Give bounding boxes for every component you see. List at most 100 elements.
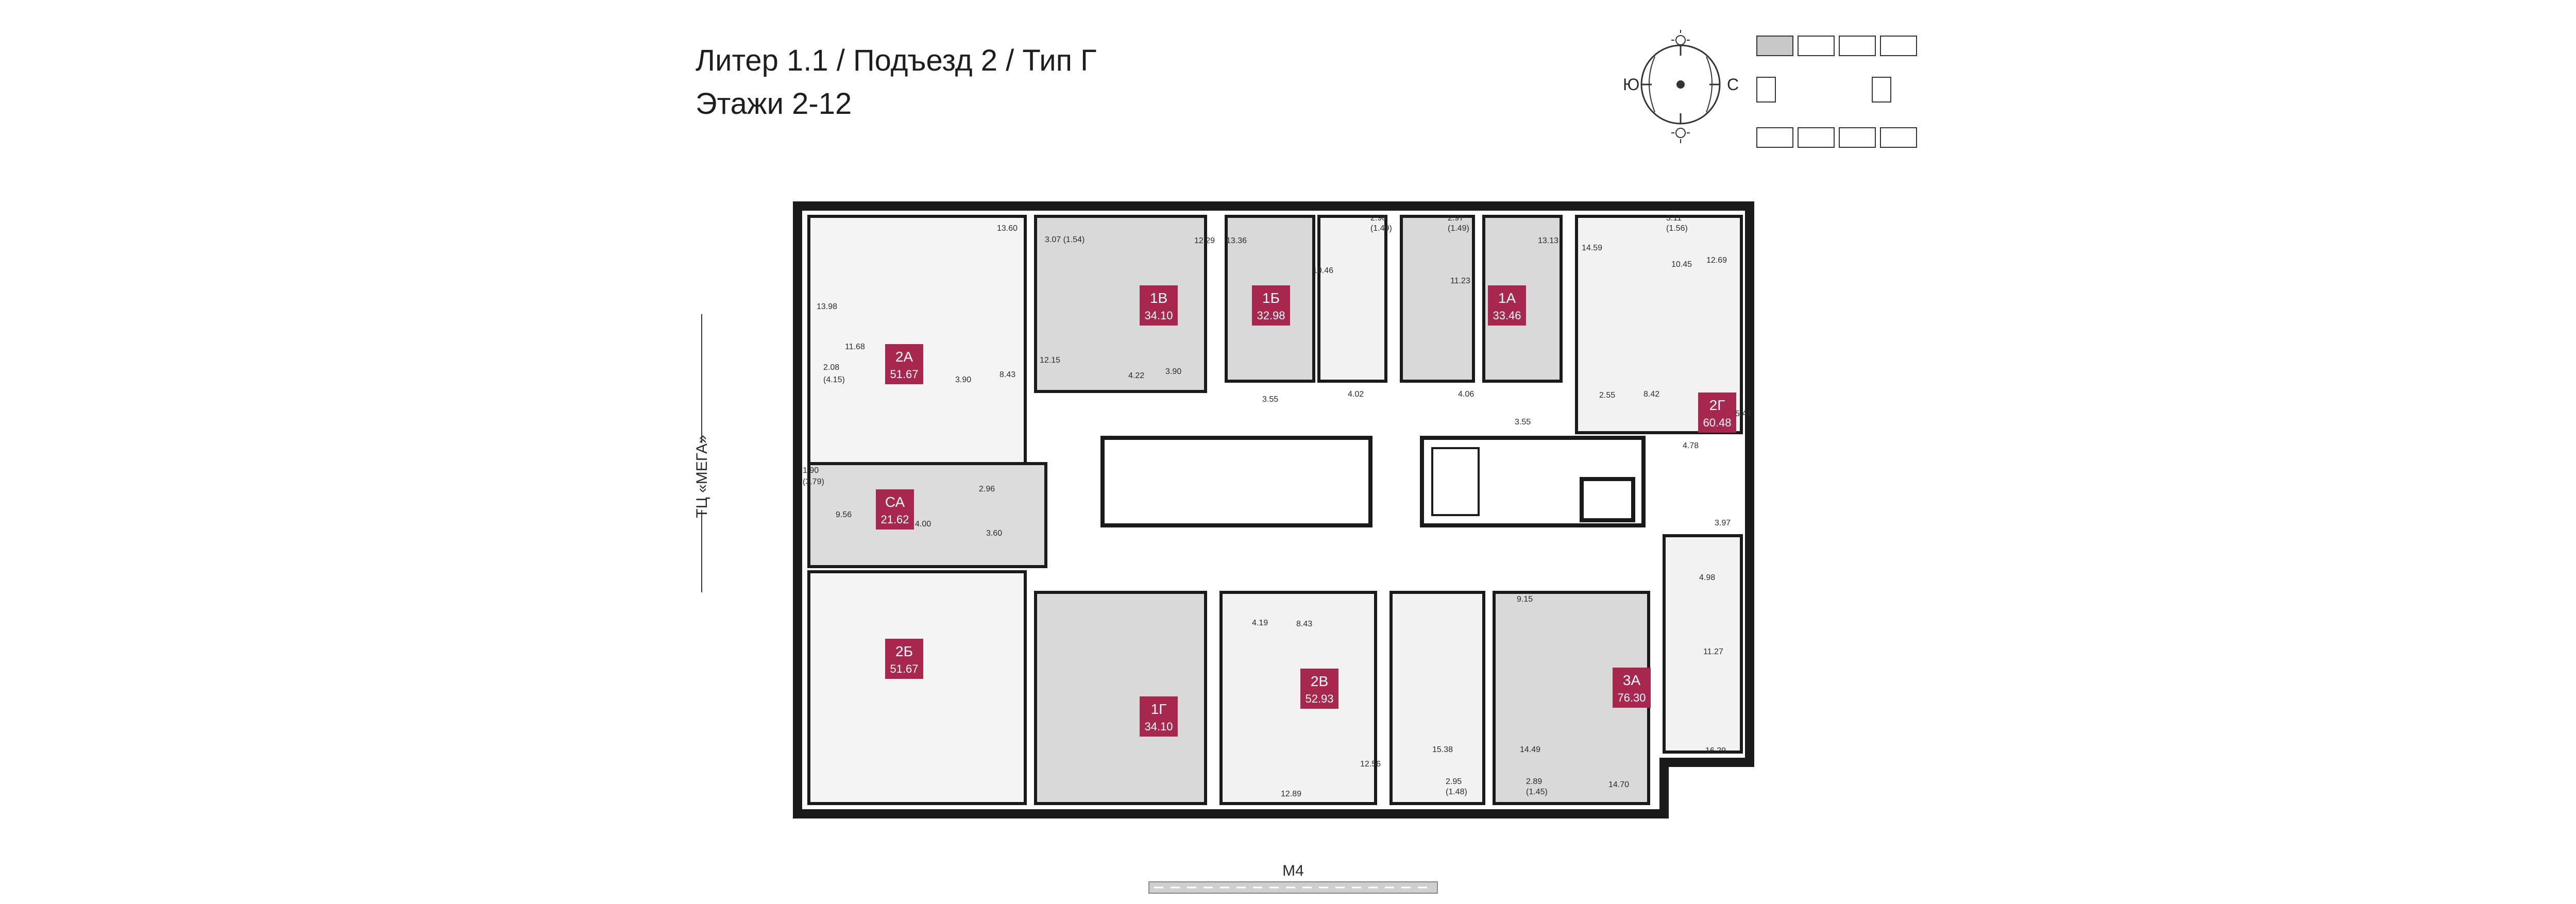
room-area: 12.89 <box>1281 790 1301 798</box>
room-area: 3.55 <box>1515 418 1531 427</box>
sun-set-icon <box>1671 128 1690 143</box>
room-area: (1.45) <box>1526 788 1548 796</box>
svg-text:34.10: 34.10 <box>1144 309 1173 322</box>
floor-plan <box>793 201 1754 818</box>
compass-icon: Ю С <box>1623 44 1739 125</box>
room-area: (4.15) <box>823 376 845 384</box>
room-area: 2.95 <box>1446 777 1462 786</box>
room-area: 12.69 <box>1706 256 1727 265</box>
svg-text:2А: 2А <box>895 349 913 365</box>
svg-text:2Б: 2Б <box>895 643 913 659</box>
room-area: 2.89 <box>1526 777 1542 786</box>
room-area: 15.38 <box>1432 745 1453 754</box>
room-area: 4.78 <box>1683 441 1699 450</box>
room-area: 11.23 <box>1450 277 1470 285</box>
svg-text:76.30: 76.30 <box>1617 691 1646 704</box>
svg-text:51.67: 51.67 <box>890 368 918 381</box>
apartment-2b-badge: 2Б 51.67 <box>885 639 923 679</box>
room-area: 14.49 <box>1520 745 1540 754</box>
apartment-3a-badge: 3А 76.30 <box>1613 668 1651 708</box>
svg-text:33.46: 33.46 <box>1493 309 1521 322</box>
apartment-1b-badge: 1Б 32.98 <box>1252 285 1290 326</box>
svg-text:СА: СА <box>885 494 905 510</box>
room-area: 2.96 <box>979 485 995 493</box>
svg-text:60.48: 60.48 <box>1703 416 1731 429</box>
room-area: 2.98 <box>1370 214 1386 223</box>
apartment-sa-badge: СА 21.62 <box>876 489 914 530</box>
room-area: 9.56 <box>836 510 852 519</box>
room-area: 4.19 <box>1252 619 1268 627</box>
svg-text:51.67: 51.67 <box>890 662 918 675</box>
svg-text:1А: 1А <box>1498 290 1516 306</box>
room-area: 4.06 <box>1458 390 1474 399</box>
svg-text:1Г: 1Г <box>1151 701 1167 717</box>
room-area: 10.46 <box>1313 266 1333 275</box>
room-area: 8.42 <box>1643 390 1659 399</box>
room-area: 4.22 <box>1128 371 1144 380</box>
road-m4: М4 <box>1148 862 1438 894</box>
room-area: 12.56 <box>1360 760 1381 769</box>
apartment-2a-badge: 2А 51.67 <box>885 344 923 384</box>
room-area: 4.98 <box>1699 573 1715 582</box>
floors-subtitle: Этажи 2-12 <box>696 87 852 121</box>
room-area: 14.70 <box>1608 780 1629 789</box>
room-area: 13.98 <box>817 302 837 311</box>
apartment-1v-badge: 1В 34.10 <box>1140 285 1178 326</box>
room-area: 4.00 <box>915 520 931 528</box>
room-area: 16.29 <box>1705 746 1726 755</box>
room-area: 12.15 <box>1040 356 1060 365</box>
svg-text:52.93: 52.93 <box>1305 692 1333 705</box>
room-area: 9.15 <box>1517 595 1533 604</box>
apartment-badges: 2А 51.67 1В 34.10 1Б 32.98 1А 33.46 2Г 6… <box>876 285 1736 737</box>
plan-title: Литер 1.1 / Подъезд 2 / Тип Г <box>696 44 1097 77</box>
room-area: 3.11 <box>1666 214 1682 223</box>
room-area: (1.49) <box>1370 224 1392 233</box>
apartment-1g-badge: 1Г 34.10 <box>1140 696 1178 737</box>
room-area: 3.97 <box>1715 519 1731 527</box>
room-area: 4.02 <box>1348 390 1364 399</box>
svg-text:32.98: 32.98 <box>1257 309 1285 322</box>
svg-text:2Г: 2Г <box>1709 397 1725 413</box>
room-area: 13.60 <box>997 224 1018 233</box>
room-area: 3.60 <box>986 529 1002 538</box>
apartment-2v-badge: 2В 52.93 <box>1300 669 1338 709</box>
apartment-1a-badge: 1А 33.46 <box>1488 285 1526 326</box>
room-area: 13.36 <box>1226 236 1247 245</box>
room-area: (1.56) <box>1666 224 1688 233</box>
room-area: 12.29 <box>1194 236 1215 245</box>
room-area: 1.90 <box>803 466 819 475</box>
mall-label: ТЦ «МЕГА» <box>693 435 710 518</box>
room-area: 11.68 <box>845 343 865 351</box>
key-plan <box>1756 36 1917 148</box>
sun-icon <box>1671 30 1690 45</box>
room-area: 8.43 <box>1296 620 1312 628</box>
room-area: 8.43 <box>999 370 1015 379</box>
svg-text:3А: 3А <box>1623 672 1641 688</box>
room-area: 2.08 <box>823 363 839 372</box>
room-area: 11.27 <box>1703 647 1723 656</box>
compass-east-label: С <box>1727 75 1739 94</box>
room-area: (3.79) <box>803 477 824 486</box>
svg-text:1Б: 1Б <box>1262 290 1280 306</box>
room-area: 3.07 (1.54) <box>1045 235 1084 244</box>
svg-text:34.10: 34.10 <box>1144 720 1173 733</box>
compass-west-label: Ю <box>1623 75 1639 94</box>
room-area: 10.45 <box>1671 260 1692 269</box>
room-area: 3.55 <box>1262 395 1278 404</box>
road-label: М4 <box>1282 862 1304 879</box>
svg-text:1В: 1В <box>1150 290 1167 306</box>
room-area: 5.44 <box>1735 410 1751 418</box>
room-area: 2.97 <box>1448 214 1464 223</box>
room-area: 14.59 <box>1582 244 1602 252</box>
room-area: 13.13 <box>1538 236 1558 245</box>
room-area: (1.48) <box>1446 788 1467 796</box>
room-area-labels: 13.98 13.60 11.68 2.08 (4.15) 3.90 8.43 … <box>803 214 1751 798</box>
svg-text:2В: 2В <box>1311 673 1328 689</box>
apartment-2g-badge: 2Г 60.48 <box>1698 393 1736 433</box>
room-area: 3.90 <box>1165 367 1181 376</box>
room-area: 2.55 <box>1599 391 1615 400</box>
room-area: 3.90 <box>955 376 971 384</box>
room-area: (1.49) <box>1448 224 1469 233</box>
svg-text:21.62: 21.62 <box>880 513 909 526</box>
